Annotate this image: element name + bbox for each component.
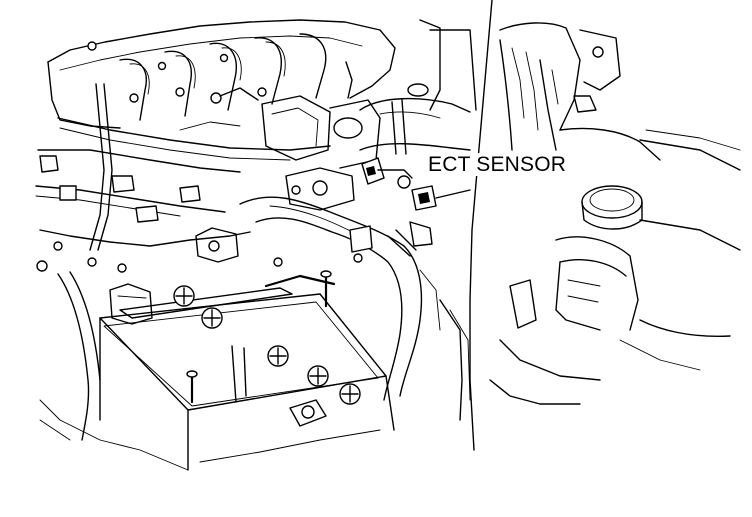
ect-sensor-label: ECT SENSOR	[426, 153, 569, 176]
fuel-rail-and-wiring	[35, 83, 251, 325]
radiator-support	[419, 129, 741, 421]
fender-panel	[39, 399, 381, 471]
air-intake-duct	[407, 19, 621, 151]
intake-manifold	[47, 19, 396, 161]
coolant-reservoir	[509, 236, 639, 331]
radiator-cap	[559, 127, 661, 230]
ect-sensor-leader-line	[469, 0, 493, 451]
upper-radiator-hose	[359, 97, 471, 189]
ect-sensor	[411, 185, 471, 211]
battery	[57, 270, 395, 471]
lower-coolant-hose	[239, 196, 433, 401]
throttle-body	[179, 61, 381, 267]
